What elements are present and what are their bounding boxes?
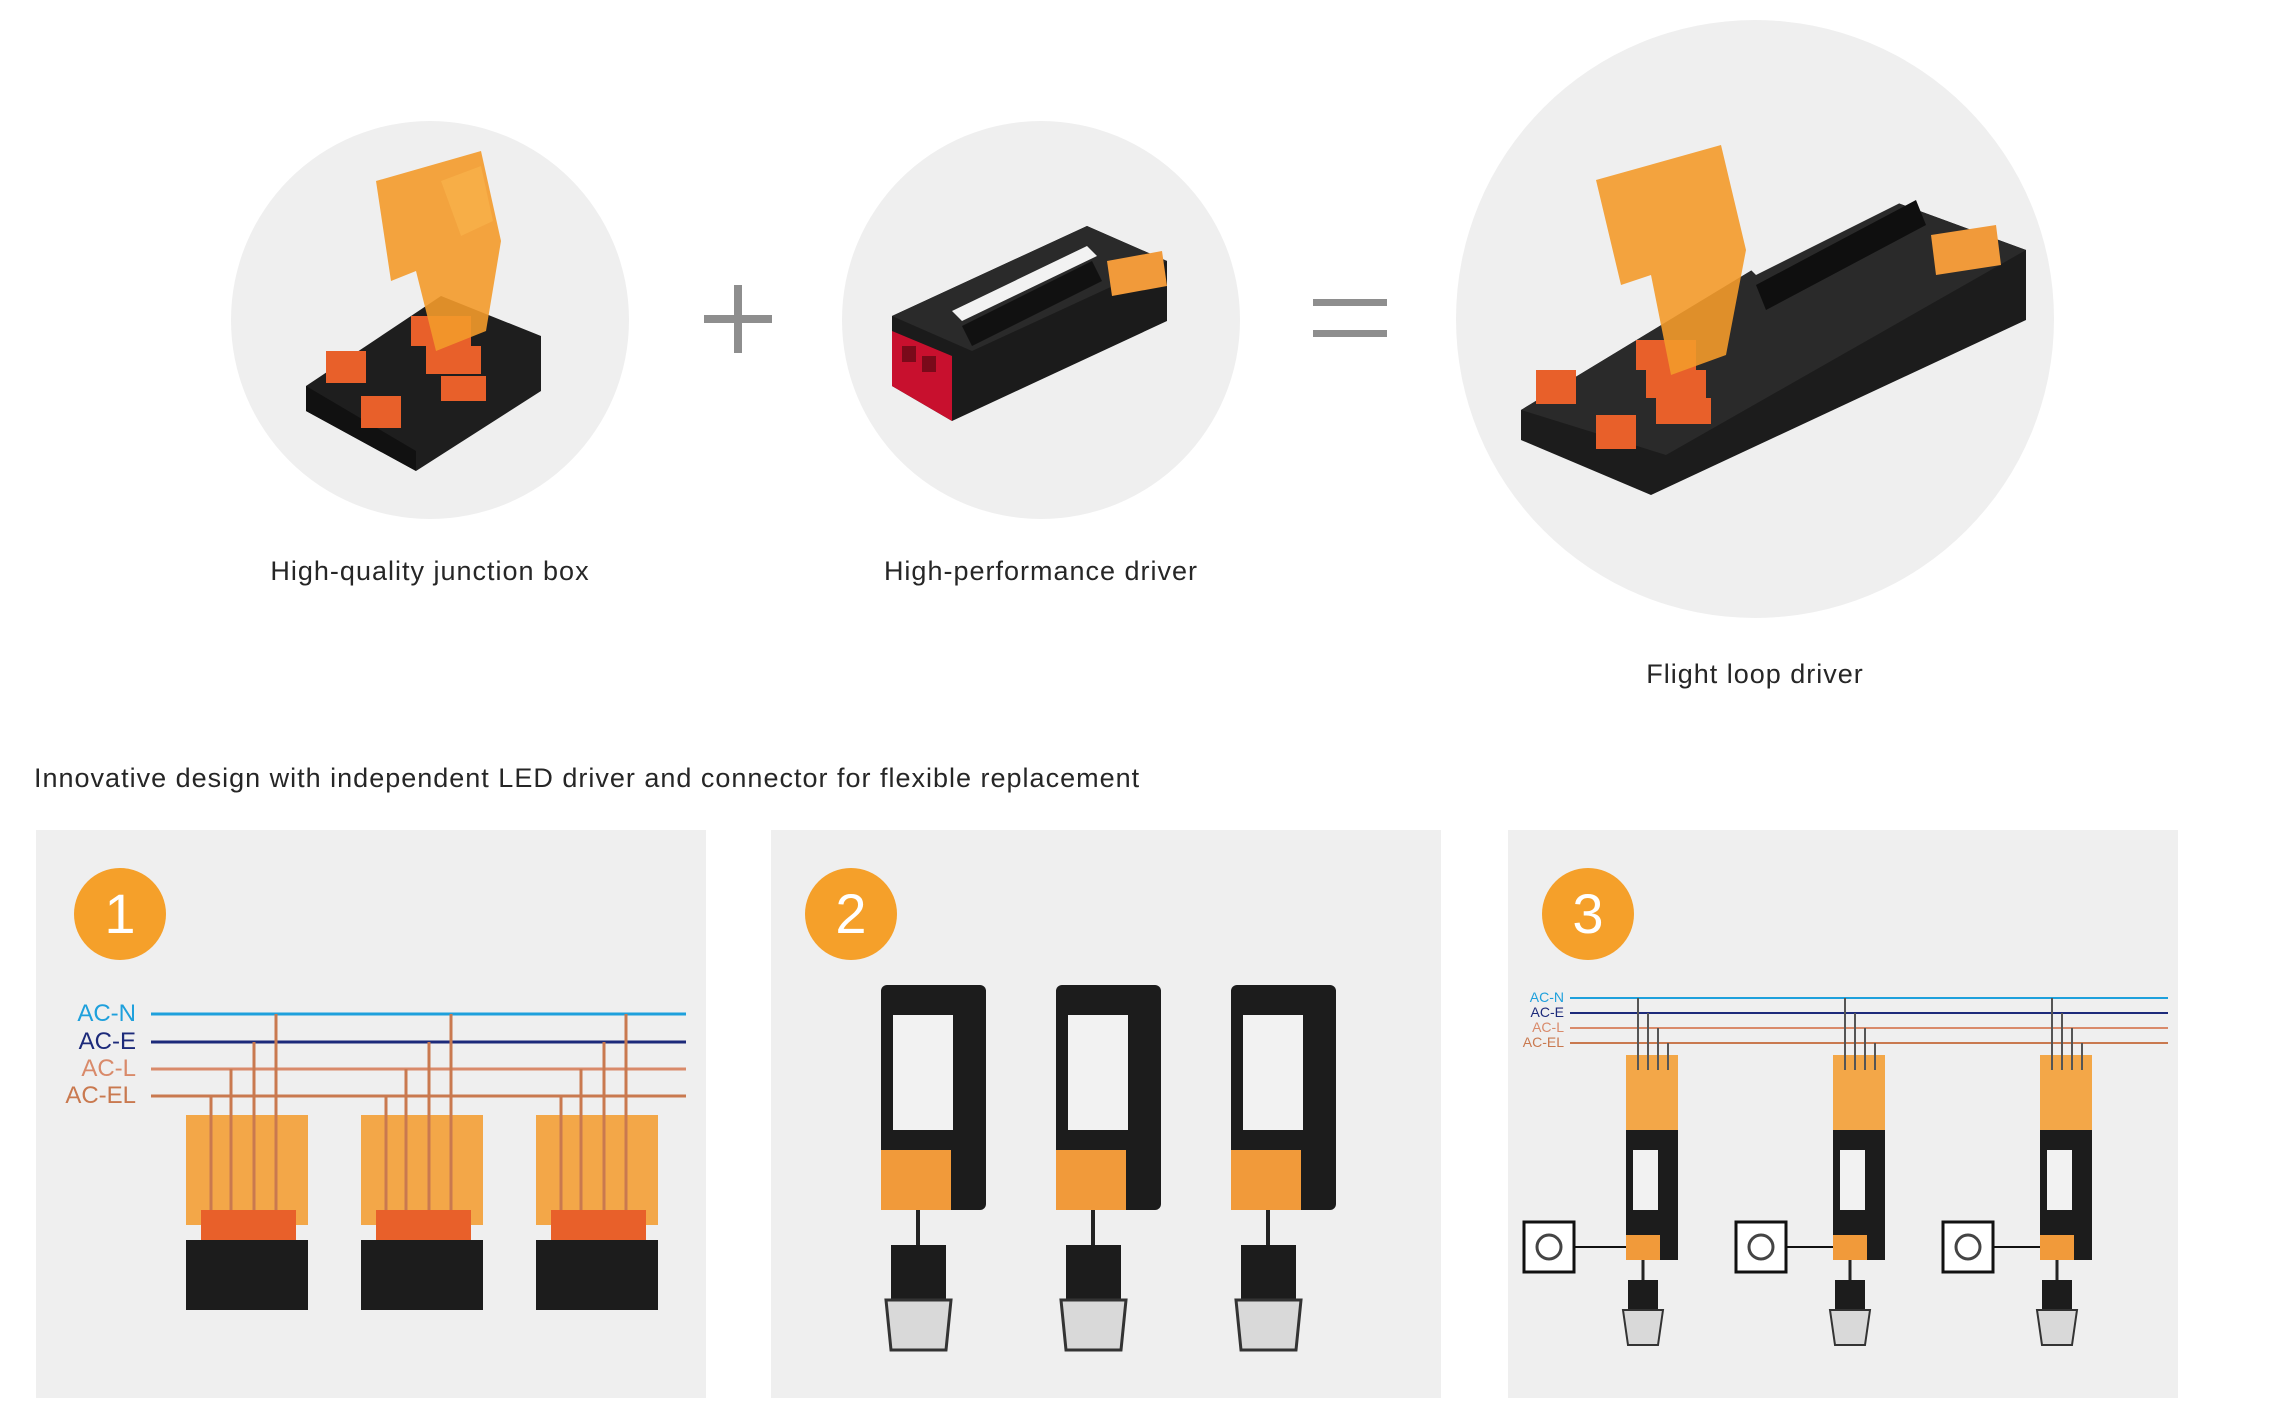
step-badge-3: 3 [1542, 868, 1634, 960]
step-panel-1: 1 AC-N AC-E AC-L AC-EL [36, 830, 706, 1398]
wire-label-ac-el: AC-EL [65, 1082, 136, 1109]
section-headline: Innovative design with independent LED d… [34, 763, 1141, 793]
wire-label-ac-el: AC-EL [1523, 1034, 1564, 1050]
driver-unit-with-switch [1522, 998, 1678, 1346]
step-panel-2: 2 [771, 830, 1441, 1398]
driver-with-downlight [881, 985, 986, 1352]
plus-symbol [702, 283, 774, 355]
flight-loop-driver-image [1456, 20, 2054, 618]
driver-unit-with-switch [1941, 998, 2092, 1346]
driver-with-downlight [1231, 985, 1336, 1352]
caption-driver: High-performance driver [883, 556, 1199, 586]
junction-box-image [231, 121, 629, 519]
connector-unit [361, 1014, 483, 1310]
wire-label-ac-l: AC-L [1532, 1019, 1564, 1035]
wire-label-ac-n: AC-N [1530, 989, 1564, 1005]
step-panel-3: 3 AC-N AC-E AC-L AC-EL [1508, 830, 2178, 1398]
equals-symbol [1313, 297, 1387, 339]
driver-image [842, 121, 1240, 519]
caption-flight-loop-driver: Flight loop driver [1646, 659, 1864, 689]
wire-label-ac-e: AC-E [79, 1028, 136, 1055]
driver-with-downlight [1056, 985, 1161, 1352]
step-badge-1: 1 [74, 868, 166, 960]
caption-junction-box: High-quality junction box [270, 556, 590, 586]
wire-label-ac-e: AC-E [1531, 1004, 1564, 1020]
driver-unit-with-switch [1734, 998, 1885, 1346]
wire-label-ac-l: AC-L [81, 1055, 136, 1082]
connector-unit [186, 1014, 308, 1310]
connector-unit [536, 1014, 658, 1310]
step-badge-2: 2 [805, 868, 897, 960]
wire-label-ac-n: AC-N [77, 1000, 136, 1027]
